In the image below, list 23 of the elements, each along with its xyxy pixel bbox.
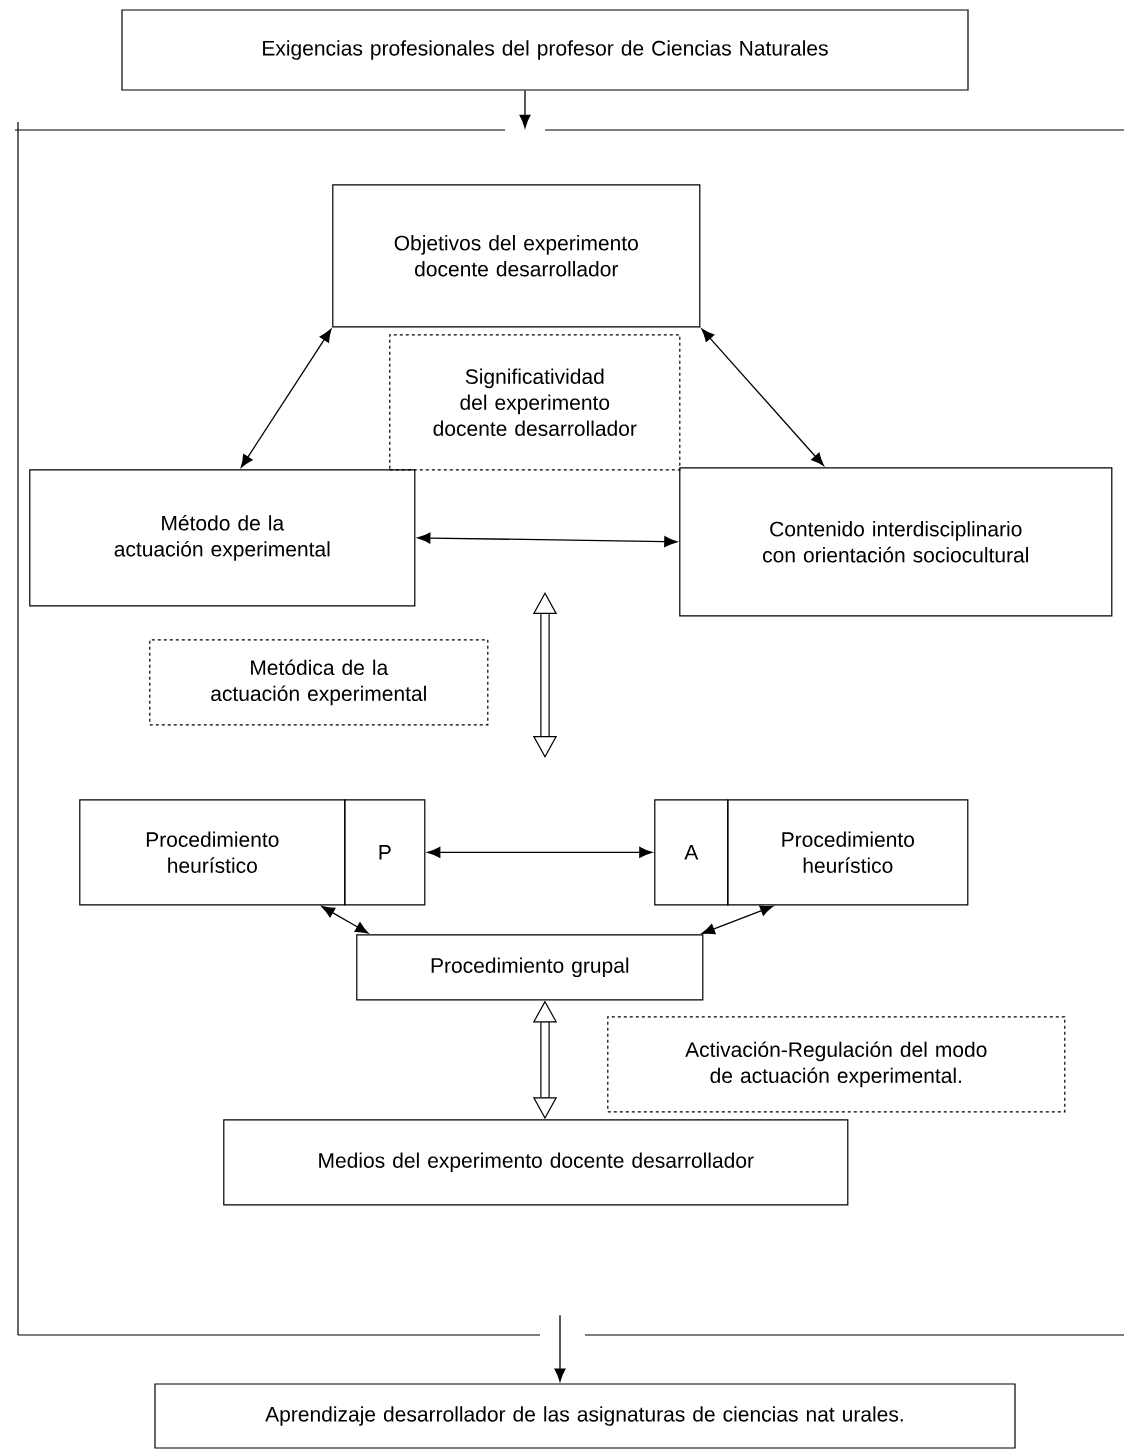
process-box: Procedimiento heurístico [727,799,969,906]
arrow [701,905,774,935]
arrow [240,328,332,468]
process-box: Método de la actuación experimental [29,469,416,607]
process-box: Aprendizaje desarrollador de las asignaturas de ciencias nat urales. [154,1383,1016,1449]
arrow [701,328,824,466]
process-box: Contenido interdisciplinario con orientación sociocultural [679,467,1113,617]
arrow [554,1314,566,1382]
dashed-note-box: Significatividad del experimento docente desarrollador [389,334,681,471]
process-box: Exigencias profesionales del profesor de Ciencias Naturales [121,9,969,91]
arrow [417,532,678,548]
letter-cell: A [654,799,729,906]
process-box: Procedimiento heurístico [79,799,346,906]
arrow [519,89,531,128]
dashed-note-box: Metódica de la actuación experimental [149,639,489,726]
process-box: Medios del experimento docente desarrollador [223,1119,849,1206]
letter-cell: P [344,799,426,906]
arrow [427,846,653,858]
arrow [321,906,369,934]
dashed-note-box: Activación-Regulación del modo de actuación experimental. [607,1016,1066,1113]
process-box: Objetivos del experimento docente desarrollador [332,184,701,328]
process-box: Procedimiento grupal [356,934,704,1001]
frame-bracket [14,121,1124,1336]
